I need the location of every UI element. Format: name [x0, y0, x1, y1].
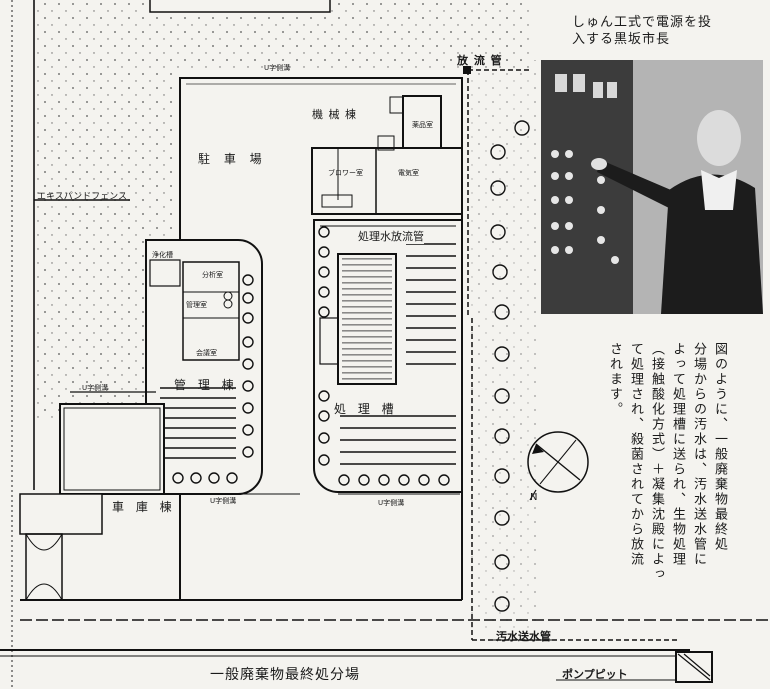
management-building-label: 管 理 棟 [174, 378, 238, 392]
pump-pit-label: ポンプピット [562, 668, 628, 681]
parking-label: 駐 車 場 [198, 152, 267, 166]
article-column-5: て処理され、殺菌されてから放流 [628, 342, 643, 567]
photo-caption-line-1: しゅん工式で電源を投 [572, 15, 713, 30]
top-building-outline [149, 0, 331, 13]
garage-building [19, 403, 165, 601]
chemical-room-label: 薬品室 [412, 121, 433, 129]
treatment-tank-building [313, 219, 463, 493]
north-label: N [530, 492, 539, 503]
article-column-1: 図のように、一般廃棄物最終処 [712, 342, 727, 552]
u-ditch-label-top: U字側溝 [264, 64, 291, 72]
discharge-outlet-marker [463, 66, 471, 74]
treated-water-pipe-label: 処理水放流管 [358, 228, 424, 244]
machine-building [311, 95, 463, 215]
septic-tank-label: 浄化槽 [152, 251, 173, 259]
article-column-3: よって処理槽に送られ、生物処理 [670, 342, 685, 567]
tree-row-right [490, 120, 530, 612]
photo-caption-line-2: 入する黒坂市長 [572, 32, 671, 47]
treatment-tank-label: 処 理 槽 [334, 402, 398, 416]
analysis-room-label: 分析室 [202, 271, 223, 279]
article-column-4: （接触酸化方式）＋凝集沈殿によっ [649, 342, 664, 582]
u-ditch-label-bottom-left: U字側溝 [210, 497, 237, 505]
machine-building-label: 機 械 棟 [312, 108, 357, 121]
photo-caption: しゅん工式で電源を投 入する黒坂市長 [572, 14, 712, 48]
management-building [145, 239, 263, 495]
garage-label: 車 庫 棟 [112, 500, 176, 514]
electric-room-label: 電気室 [398, 169, 419, 177]
sewage-pipe-label: 汚水送水管 [496, 630, 551, 643]
management-room-label: 管理室 [186, 301, 207, 309]
ground-stipple-right [470, 60, 540, 630]
u-ditch-label-mid: U字側溝 [82, 384, 109, 392]
article-text: 図のように、一般廃棄物最終処 分場からの汚水は、汚水送水管に よって処理槽に送ら… [604, 342, 730, 612]
meeting-room-label: 会議室 [196, 349, 217, 357]
article-column-2: 分場からの汚水は、汚水送水管に [691, 342, 706, 567]
article-column-6: されます。 [607, 342, 622, 417]
ceremony-photo [541, 60, 763, 314]
plan-title: 一般廃棄物最終処分場 [210, 667, 360, 683]
blower-room-label: ブロワー室 [328, 169, 363, 177]
north-arrow-icon [527, 431, 589, 501]
expand-fence-label: エキスパンドフェンス [37, 192, 128, 202]
u-ditch-label-bottom-right: U字側溝 [378, 499, 405, 507]
discharge-pipe-label: 放 流 管 [457, 54, 503, 67]
